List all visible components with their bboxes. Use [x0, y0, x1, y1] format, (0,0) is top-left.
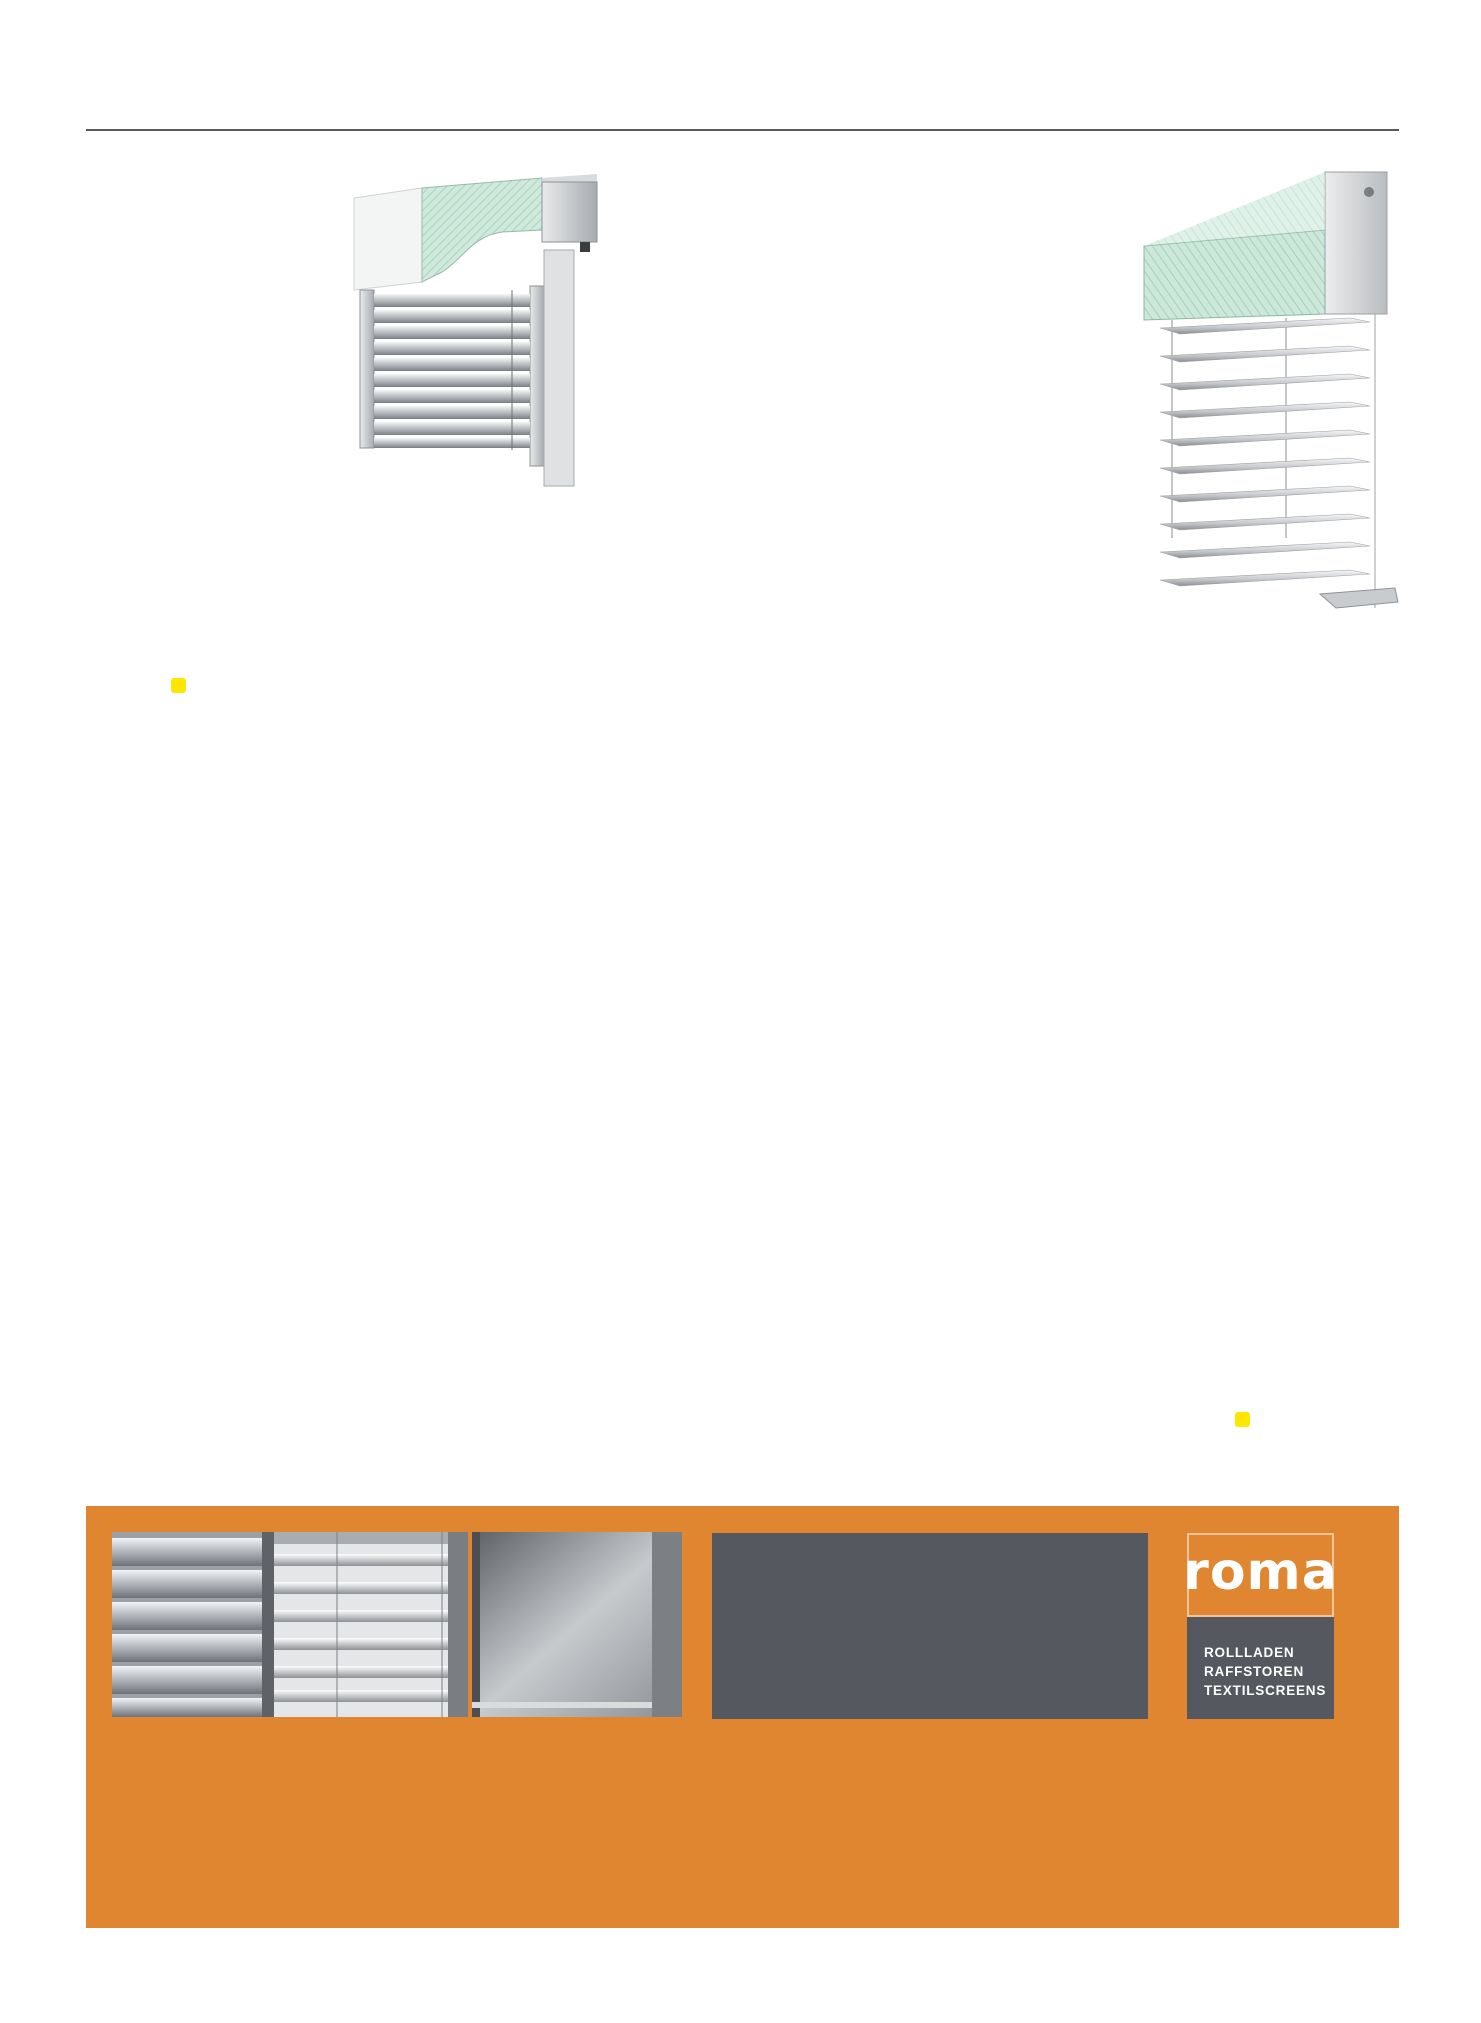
venetian-blind-illustration: [1140, 168, 1402, 612]
tagline-line: TEXTILSCREENS: [1204, 1683, 1327, 1698]
yellow-marker-icon: [1235, 1412, 1250, 1427]
product-photos: [112, 1532, 682, 1717]
top-rule: [86, 129, 1399, 131]
brand-tagline: ROLLLADEN RAFFSTOREN TEXTILSCREENS: [1204, 1643, 1326, 1700]
roma-logo-block: roma ROLLLADEN RAFFSTOREN TEXTILSCREENS: [1183, 1533, 1337, 1719]
tagline-line: ROLLLADEN: [1204, 1645, 1295, 1660]
tagline-line: RAFFSTOREN: [1204, 1664, 1305, 1679]
roma-logo: roma: [1183, 1533, 1337, 1617]
info-panel: [712, 1533, 1148, 1719]
logo-wordmark: roma: [1183, 1542, 1338, 1602]
product-photo-strip: [112, 1532, 682, 1717]
yellow-marker-icon: [171, 678, 186, 693]
roller-shutter-illustration: [352, 170, 602, 490]
